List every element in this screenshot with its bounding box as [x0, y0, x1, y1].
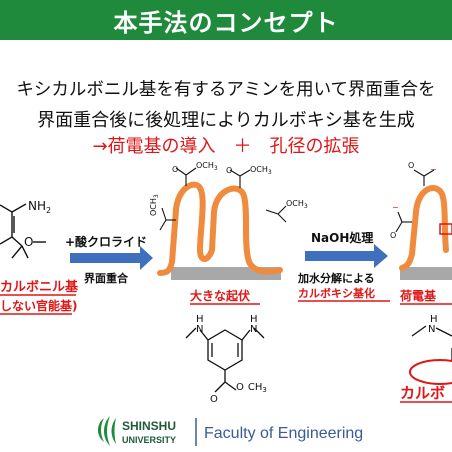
h-label-1: H — [196, 314, 204, 325]
charged-membrane — [399, 185, 449, 271]
charged-group-label: 荷電基 — [399, 288, 437, 303]
och3-label-4: OCH3 — [149, 194, 160, 216]
rough-membrane — [157, 181, 283, 276]
step1-reagent: +酸クロライド — [65, 234, 147, 249]
left-red-label-1: カルボニル基 — [0, 279, 79, 295]
o-label-2: O — [226, 166, 232, 175]
monomer-structure — [0, 203, 29, 259]
logo-text-bottom: UNIVERSITY — [122, 435, 176, 445]
o-label-1: O — [172, 165, 178, 174]
faculty-label: Faculty of Engineering — [204, 425, 363, 442]
shinshu-logo-icon — [98, 416, 116, 446]
n-label-3: N — [428, 324, 435, 335]
step2-reagent: NaOH処理 — [311, 230, 373, 245]
intro-line-1: キシカルボニル基を有するアミンを用いて界面重合を — [16, 80, 436, 100]
neg-sign-1: − — [430, 165, 437, 174]
intro-line-2: 界面重合後に後処理によりカルボキシ基を生成 — [37, 110, 415, 131]
right-repeat-unit — [411, 325, 452, 362]
slide-title: 本手法のコンセプト — [113, 8, 339, 37]
polymer-repeat-unit — [185, 327, 265, 393]
och3-label-3: OCH3 — [286, 199, 308, 210]
ester-o-label: O — [210, 394, 218, 405]
ester-groups-middle — [159, 167, 287, 231]
logo-text-top: SHINSHU — [122, 419, 176, 433]
h-label-3: H — [430, 314, 438, 325]
step1-arrow — [70, 246, 153, 270]
intro-line-3: →荷電基の導入 ＋ 孔径の拡張 — [92, 136, 360, 157]
step2-arrow — [305, 244, 388, 268]
left-red-label-2: しない官能基) — [0, 298, 78, 313]
step2-process-line2: カルボキシ基化 — [298, 286, 375, 300]
neg-o-label-2: O — [390, 231, 396, 240]
carboxy-bottom-label: カルボ — [400, 384, 445, 402]
step2-process-line1: 加水分解による — [297, 271, 375, 285]
neg-sign-2: − — [392, 203, 399, 212]
big-undulation-label: 大きな起伏 — [190, 288, 250, 303]
title-bar: 本手法のコンセプト — [0, 0, 452, 40]
methoxy-o-label: O — [24, 235, 33, 249]
charged-highlight-box — [439, 223, 452, 235]
n-label-2: N — [250, 324, 257, 335]
neg-o-label-1: O — [408, 161, 414, 170]
och3-label-1: OCH3 — [196, 161, 218, 172]
carboxylate-groups — [395, 169, 435, 233]
och3-label-2: OCH3 — [250, 165, 272, 176]
step1-process: 界面重合 — [84, 271, 129, 285]
nh2-label: NH2 — [28, 199, 51, 215]
carboxy-highlight-ellipse — [409, 359, 452, 385]
n-label-1: N — [196, 324, 203, 335]
substrate-right — [400, 267, 452, 280]
h-label-2: H — [250, 314, 258, 325]
